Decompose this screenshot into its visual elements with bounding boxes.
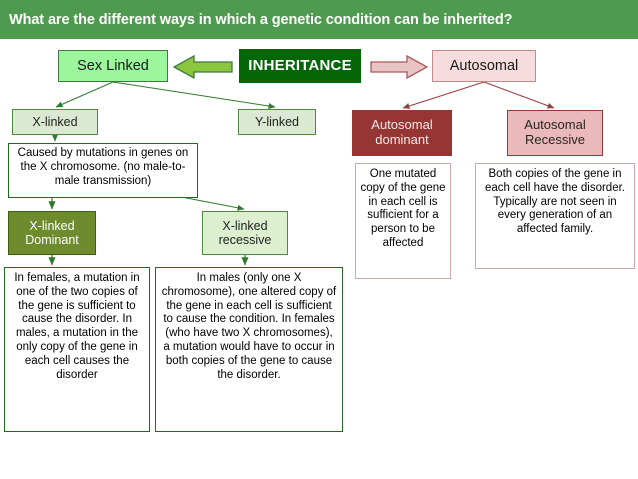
description-x-linked-recessive-text: In males (only one X chromosome), one al…: [161, 272, 337, 381]
description-autosomal-dominant-text: One mutated copy of the gene in each cel…: [360, 168, 446, 249]
node-x-linked[interactable]: X-linked: [12, 109, 98, 135]
node-autosomal-dominant[interactable]: Autosomal dominant: [352, 110, 452, 156]
node-x-linked-dominant[interactable]: X-linked Dominant: [8, 211, 96, 255]
description-autosomal-recessive: Both copies of the gene in each cell hav…: [475, 163, 635, 269]
node-x-linked-label: X-linked: [32, 114, 78, 129]
description-autosomal-recessive-text: Both copies of the gene in each cell hav…: [484, 168, 625, 236]
left-block-arrow: [172, 54, 233, 80]
node-autosomal[interactable]: Autosomal: [432, 50, 536, 82]
node-x-linked-dominant-label: X-linked Dominant: [25, 218, 79, 247]
node-autosomal-dominant-label: Autosomal dominant: [371, 117, 433, 147]
node-autosomal-label: Autosomal: [449, 57, 519, 74]
node-inheritance-root[interactable]: INHERITANCE: [239, 49, 361, 83]
description-x-linked: Caused by mutations in genes on the X ch…: [8, 143, 198, 198]
description-x-linked-text: Caused by mutations in genes on the X ch…: [17, 147, 189, 187]
node-autosomal-recessive-label: Autosomal Recessive: [524, 117, 586, 147]
right-block-arrow: [370, 54, 429, 80]
description-x-linked-recessive: In males (only one X chromosome), one al…: [155, 267, 343, 432]
node-sex-linked[interactable]: Sex Linked: [58, 50, 168, 82]
description-autosomal-dominant: One mutated copy of the gene in each cel…: [355, 163, 451, 279]
page-title: What are the different ways in which a g…: [9, 11, 513, 28]
node-inheritance-label: INHERITANCE: [248, 57, 352, 75]
node-autosomal-recessive[interactable]: Autosomal Recessive: [507, 110, 603, 156]
node-x-linked-recessive[interactable]: X-linked recessive: [202, 211, 288, 255]
node-x-linked-recessive-label: X-linked recessive: [218, 218, 272, 247]
page-header-banner: What are the different ways in which a g…: [0, 0, 638, 39]
description-x-linked-dominant: In females, a mutation in one of the two…: [4, 267, 150, 432]
node-y-linked-label: Y-linked: [254, 114, 299, 129]
node-sex-linked-label: Sex Linked: [77, 57, 149, 74]
description-x-linked-dominant-text: In females, a mutation in one of the two…: [14, 272, 140, 381]
node-y-linked[interactable]: Y-linked: [238, 109, 316, 135]
